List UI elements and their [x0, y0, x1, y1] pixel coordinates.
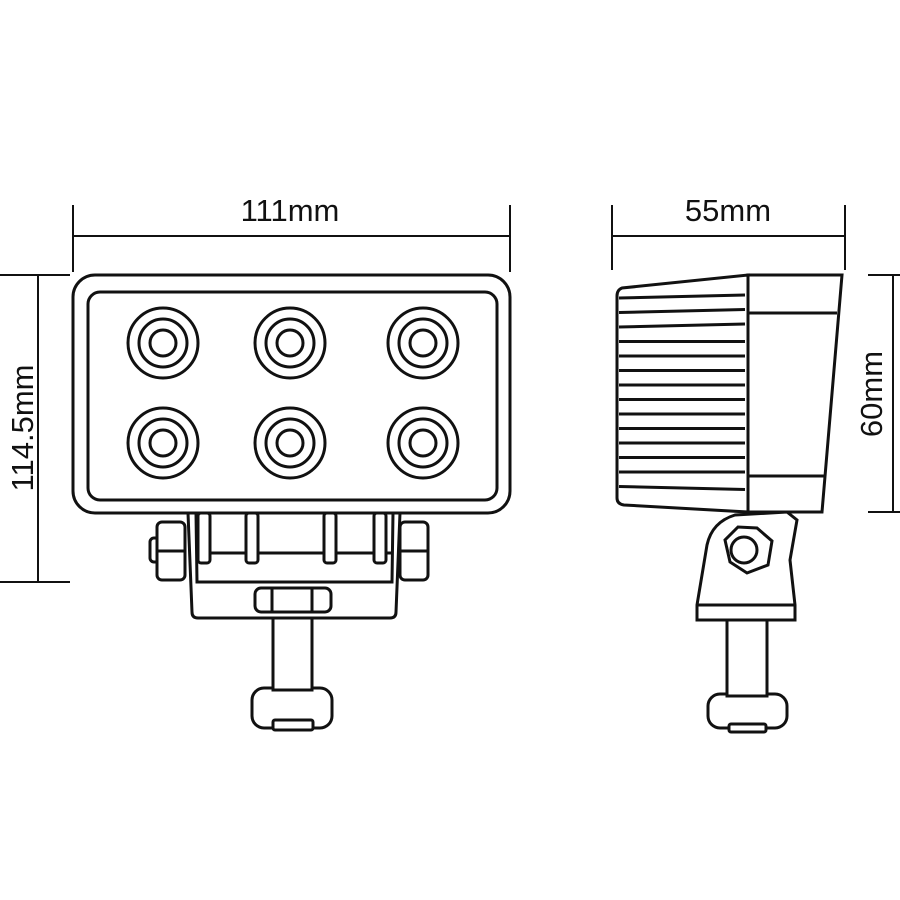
- led-icon: [386, 406, 460, 480]
- led-icon: [253, 406, 327, 480]
- front-width-label: 111mm: [241, 193, 340, 228]
- fin-line: [618, 293, 746, 300]
- dimension-front-width: 111mm: [72, 193, 511, 272]
- led-icon: [126, 406, 200, 480]
- led-array: [126, 306, 460, 480]
- led-icon: [386, 306, 460, 380]
- fin-lines: [618, 293, 746, 491]
- side-depth-label: 55mm: [685, 193, 771, 228]
- led-icon: [253, 306, 327, 380]
- heat-sink-fins: [615, 273, 750, 514]
- side-view: [615, 273, 844, 734]
- front-height-label: 114.5mm: [5, 365, 40, 492]
- fin-line: [618, 485, 746, 491]
- fin-line: [618, 322, 746, 329]
- side-bracket: [695, 510, 799, 734]
- dimension-front-height: 114.5mm: [0, 274, 70, 583]
- lamp-lens: [86, 290, 499, 502]
- dimension-side-height: 60mm: [854, 274, 900, 513]
- side-height-label: 60mm: [854, 351, 889, 437]
- front-bracket: [148, 511, 430, 732]
- led-icon: [126, 306, 200, 380]
- fin-line: [618, 308, 746, 314]
- dimension-side-depth: 55mm: [611, 193, 846, 270]
- front-view: [71, 273, 512, 732]
